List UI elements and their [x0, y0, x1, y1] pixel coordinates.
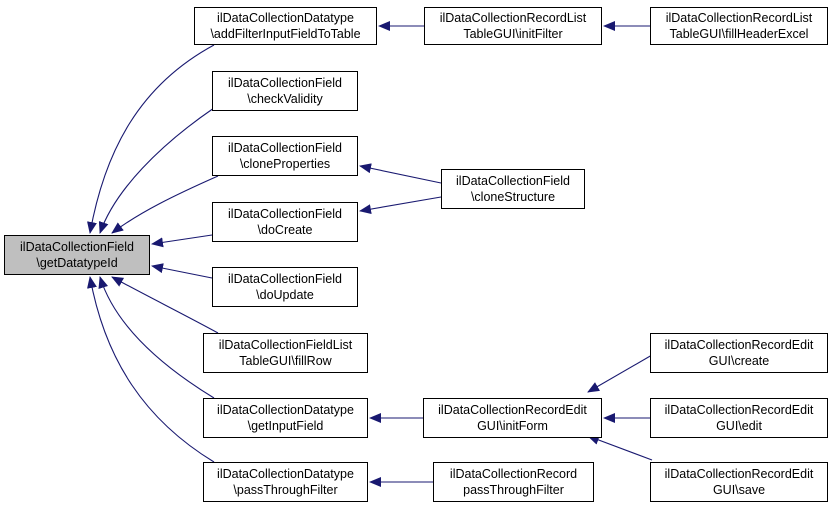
node-label-line1: ilDataCollectionDatatype [217, 403, 354, 417]
node-label-line2: GUI\create [708, 354, 770, 368]
node-edit[interactable]: ilDataCollectionRecordEdit GUI\edit [650, 398, 828, 438]
node-docreate[interactable]: ilDataCollectionField \doCreate [212, 202, 358, 242]
edge-create-to-initForm [587, 354, 653, 393]
node-label-line1: ilDataCollectionDatatype [217, 467, 354, 481]
node-doupdate[interactable]: ilDataCollectionField \doUpdate [212, 267, 358, 307]
edge-doUpdate-to-root [151, 263, 213, 279]
node-save[interactable]: ilDataCollectionRecordEdit GUI\save [650, 462, 828, 502]
node-label-line1: ilDataCollectionRecordList [665, 11, 813, 25]
node-label-line1: ilDataCollectionField [456, 174, 570, 188]
node-label-line1: ilDataCollectionField [20, 240, 134, 254]
edge-cloneStruct-to-cloneProps [359, 163, 442, 184]
node-label-line1: ilDataCollectionField [228, 141, 342, 155]
edge-cloneProps-to-root [111, 175, 219, 234]
edge-passDT-to-root [87, 276, 215, 463]
node-label-line1: ilDataCollectionFieldList [218, 338, 353, 352]
node-label-line2: GUI\initForm [477, 419, 548, 433]
node-label-line1: ilDataCollectionRecordEdit [664, 403, 814, 417]
node-label-line2: passThroughFilter [463, 483, 564, 497]
edge-checkValid-to-root [98, 107, 215, 234]
node-label-line1: ilDataCollectionField [228, 76, 342, 90]
node-fillrow[interactable]: ilDataCollectionFieldList TableGUI\fillR… [203, 333, 368, 373]
node-initfilter[interactable]: ilDataCollectionRecordList TableGUI\init… [424, 7, 602, 45]
edge-save-to-initForm [587, 435, 653, 461]
node-label-line1: ilDataCollectionField [228, 207, 342, 221]
node-fillheaderexcel[interactable]: ilDataCollectionRecordList TableGUI\fill… [650, 7, 828, 45]
node-label-line1: ilDataCollectionField [228, 272, 342, 286]
node-create[interactable]: ilDataCollectionRecordEdit GUI\create [650, 333, 828, 373]
node-label-line2: \checkValidity [247, 92, 323, 106]
node-label-line2: \cloneStructure [470, 190, 556, 204]
node-addfilterinputfieldtotable[interactable]: ilDataCollectionDatatype \addFilterInput… [194, 7, 377, 45]
node-label-line2: TableGUI\initFilter [463, 27, 563, 41]
edge-getInput-to-root [98, 276, 215, 399]
node-label-line2: TableGUI\fillRow [239, 354, 332, 368]
node-checkvalidity[interactable]: ilDataCollectionField \checkValidity [212, 71, 358, 111]
node-passthroughfilter-datatype[interactable]: ilDataCollectionDatatype \passThroughFil… [203, 462, 368, 502]
node-label-line1: ilDataCollectionRecord [449, 467, 578, 481]
node-label-line1: ilDataCollectionRecordEdit [438, 403, 587, 417]
node-label-line2: \addFilterInputFieldToTable [210, 27, 361, 41]
node-clonestructure[interactable]: ilDataCollectionField \cloneStructure [441, 169, 585, 209]
node-label-line2: \getDatatypeId [36, 256, 118, 270]
node-label-line2: \passThroughFilter [233, 483, 338, 497]
node-label-line2: GUI\save [712, 483, 766, 497]
node-label-line2: \getInputField [247, 419, 324, 433]
node-label-line2: TableGUI\fillHeaderExcel [669, 27, 809, 41]
node-label-line1: ilDataCollectionRecordEdit [664, 338, 814, 352]
node-label-line2: GUI\edit [716, 419, 762, 433]
edge-doCreate-to-root [151, 234, 213, 248]
node-label-line2: \doUpdate [256, 288, 314, 302]
node-cloneproperties[interactable]: ilDataCollectionField \cloneProperties [212, 136, 358, 176]
node-label-line2: \cloneProperties [239, 157, 331, 171]
node-passthroughfilter-record[interactable]: ilDataCollectionRecord passThroughFilter [433, 462, 594, 502]
node-getinputfield[interactable]: ilDataCollectionDatatype \getInputField [203, 398, 368, 438]
node-label-line1: ilDataCollectionRecordList [439, 11, 587, 25]
node-label-line1: ilDataCollectionRecordEdit [664, 467, 814, 481]
edge-cloneStruct-to-doCreate [359, 196, 442, 215]
node-initform[interactable]: ilDataCollectionRecordEdit GUI\initForm [423, 398, 602, 438]
node-root-getdatatypeid: ilDataCollectionField \getDatatypeId [4, 235, 150, 275]
edge-addFilter-to-root [87, 44, 215, 234]
node-label-line1: ilDataCollectionDatatype [217, 11, 354, 25]
node-label-line2: \doCreate [257, 223, 313, 237]
edge-fillRow-to-root [111, 276, 219, 334]
